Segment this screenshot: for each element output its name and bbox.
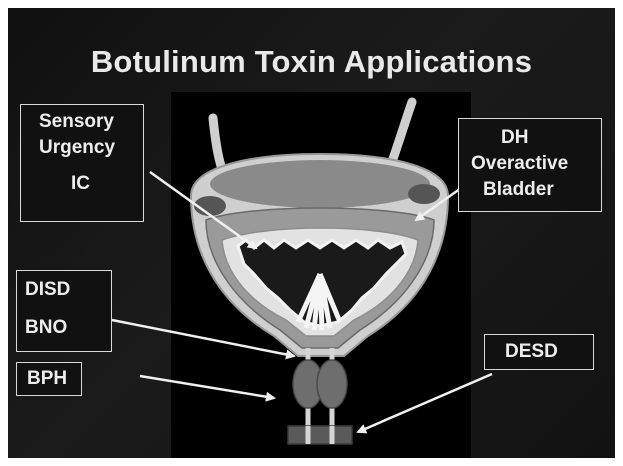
label-sensory-line: Sensory xyxy=(39,111,143,133)
bladder-diagram xyxy=(8,8,615,458)
bladder-dome xyxy=(210,160,430,208)
label-bno-line: BNO xyxy=(25,317,111,339)
label-overactive-line: Overactive xyxy=(471,153,601,175)
label-bladder-line: Bladder xyxy=(471,179,601,201)
label-desd: DESD xyxy=(484,334,594,370)
label-dh-overactive-bladder: DH Overactive Bladder xyxy=(458,118,602,212)
slide: Botulinum Toxin Applications xyxy=(8,8,615,458)
arrow-bph xyxy=(140,376,274,398)
label-ic-line: IC xyxy=(39,173,143,195)
right-orifice xyxy=(408,184,440,204)
label-disd-line: DISD xyxy=(25,279,111,301)
label-disd-bno: DISD BNO xyxy=(16,270,112,352)
label-bph-line: BPH xyxy=(27,368,81,390)
label-desd-line: DESD xyxy=(505,341,593,363)
label-dh-line: DH xyxy=(471,127,601,149)
label-urgency-line: Urgency xyxy=(39,137,143,159)
arrow-desd xyxy=(358,374,492,432)
label-bph: BPH xyxy=(16,362,82,396)
prostate-right-lobe xyxy=(317,360,347,408)
external-sphincter xyxy=(288,426,352,444)
label-sensory-urgency-ic: Sensory Urgency IC xyxy=(20,104,144,222)
